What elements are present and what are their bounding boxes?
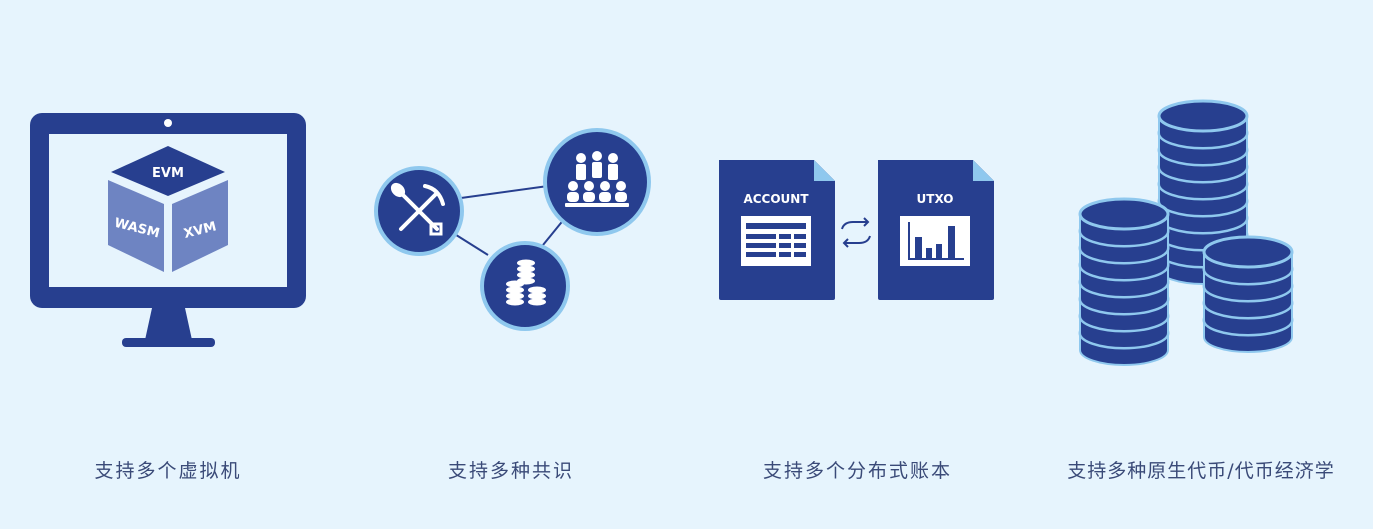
feature-tokens: 支持多种原生代币/代币经济学 — [1029, 0, 1373, 529]
monitor-cube-icon: EVM WASM XVM — [30, 113, 306, 347]
table-icon — [746, 223, 806, 257]
vm-label-evm: EVM — [152, 166, 184, 181]
ledger-documents-icon: ACCOUNT UTXO — [719, 160, 994, 300]
caption-virtual-machines: 支持多个虚拟机 — [94, 460, 242, 482]
coin-pile-icon — [506, 259, 546, 306]
caption-consensus: 支持多种共识 — [447, 460, 574, 482]
feature-consensus: 支持多种共识 — [343, 0, 686, 529]
caption-tokens: 支持多种原生代币/代币经济学 — [1067, 460, 1335, 482]
bar-chart-icon — [908, 222, 964, 260]
feature-ledgers: ACCOUNT UTXO — [686, 0, 1029, 529]
ledger-utxo-label: UTXO — [917, 192, 954, 206]
coin-stacks-icon — [1078, 99, 1294, 366]
caption-ledgers: 支持多个分布式账本 — [762, 460, 952, 482]
community-node — [543, 128, 651, 236]
people-icon — [565, 151, 629, 207]
token-node — [480, 241, 570, 331]
coin-stack-left — [1078, 197, 1170, 366]
ledger-account-label: ACCOUNT — [743, 192, 809, 206]
coin-stack-right — [1202, 235, 1294, 353]
feature-virtual-machines: EVM WASM XVM 支持多个虚拟机 — [0, 0, 343, 529]
exchange-icon — [841, 217, 871, 248]
consensus-network-icon — [374, 128, 651, 331]
